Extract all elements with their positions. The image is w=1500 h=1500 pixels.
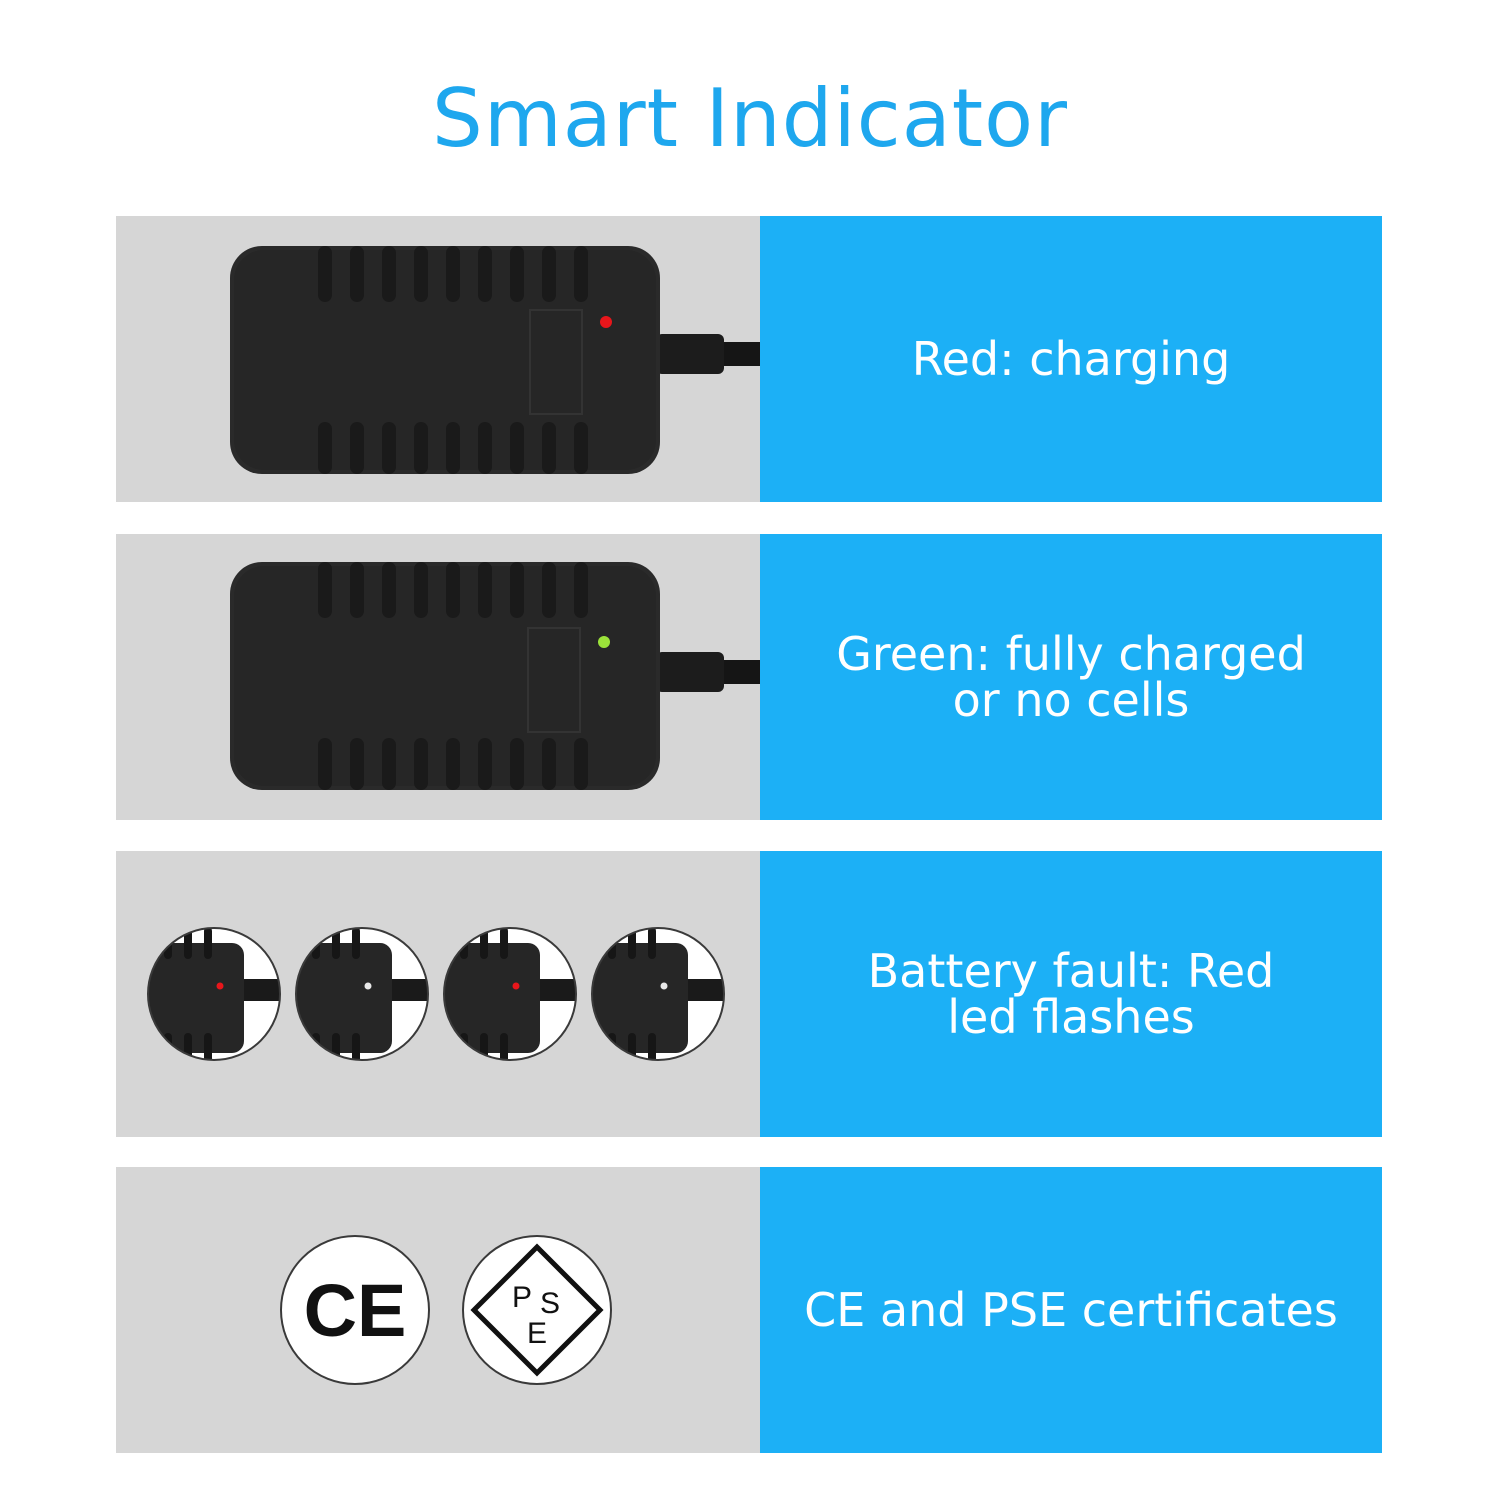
svg-text:P: P [512,1281,532,1314]
indicator-label: Red: charging [911,332,1231,386]
led-indicator [216,982,224,990]
led-indicator [600,316,612,328]
ce-mark-icon: CE [280,1235,430,1385]
led-indicator [598,636,610,648]
indicator-text-panel: CE and PSE certificates [760,1167,1382,1453]
certificates-image: CE P S E [116,1167,760,1453]
charger-adapter-icon [147,927,725,1061]
charger-adapter-icon [230,246,760,474]
indicator-row-charging: Red: charging [116,216,1382,502]
led-indicator [364,982,372,990]
led-indicator [660,982,668,990]
svg-text:S: S [540,1287,560,1320]
charger-image [116,216,760,502]
svg-text:E: E [527,1317,547,1350]
charger-image [116,534,760,820]
led-indicator [512,982,520,990]
indicator-label: Green: fully charged or no cells [836,627,1306,727]
indicator-label: CE and PSE certificates [804,1283,1338,1337]
indicator-text-panel: Red: charging [760,216,1382,502]
flashing-sequence-image [116,851,760,1137]
charger-adapter-icon [230,562,760,790]
indicator-row-fault: Battery fault: Red led flashes [116,851,1382,1137]
indicator-text-panel: Green: fully charged or no cells [760,534,1382,820]
indicator-label: Battery fault: Red led flashes [867,944,1275,1044]
pse-mark-icon: P S E [462,1235,612,1385]
page-title: Smart Indicator [432,72,1068,165]
certificates-row: CE P S E CE and PSE certificates [116,1167,1382,1453]
indicator-row-full: Green: fully charged or no cells [116,534,1382,820]
indicator-text-panel: Battery fault: Red led flashes [760,851,1382,1137]
svg-text:CE: CE [304,1269,407,1352]
